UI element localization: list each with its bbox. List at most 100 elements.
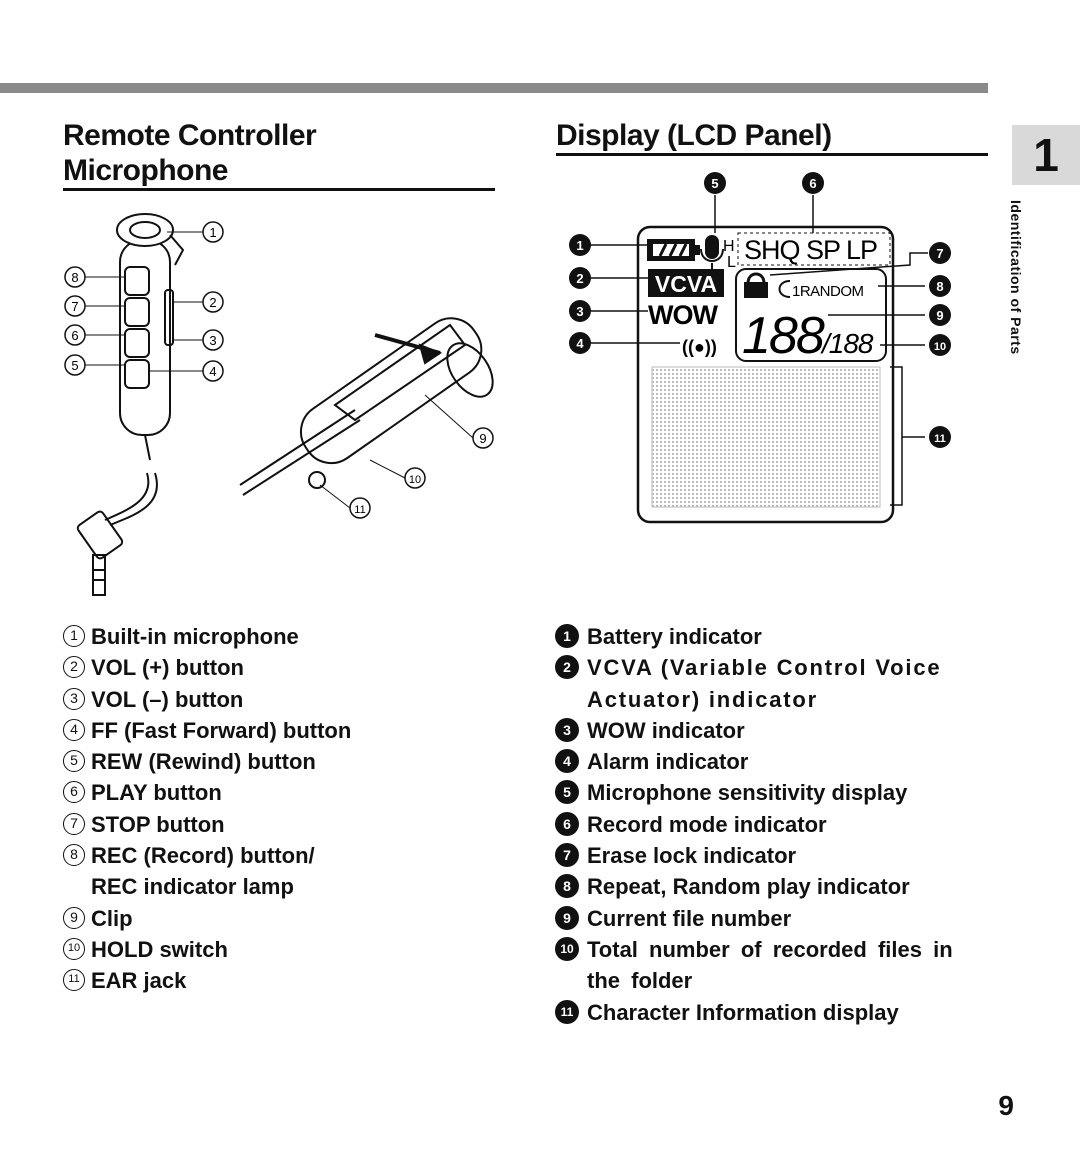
item-text: Built-in microphone (91, 624, 299, 649)
item-number: 9 (63, 906, 85, 929)
item-number: 7 (63, 812, 85, 835)
lcd-callout-3: 3 (576, 304, 583, 319)
list-item: 4 FF (Fast Forward) button (63, 715, 503, 746)
wow-label: WOW (648, 300, 718, 330)
item-text: REC (Record) button/ REC indicator lamp (91, 843, 315, 900)
file-number-digits: 188 (742, 307, 825, 365)
item-text: Current file number (587, 905, 792, 931)
sensitivity-l: L (727, 254, 736, 271)
list-item: 10 HOLD switch (63, 934, 503, 965)
item-text: VCVA (Variable Control Voice Actuator) i… (587, 655, 942, 712)
item-number: 4 (63, 718, 85, 741)
remote-heading-line1: Remote Controller (63, 119, 317, 152)
item-text: STOP button (91, 811, 225, 837)
item-text: EAR jack (91, 968, 187, 994)
callout-9-label: 9 (479, 431, 486, 446)
callout-3-label: 3 (209, 333, 216, 348)
item-text: Alarm indicator (587, 749, 749, 775)
lcd-callout-1: 1 (576, 238, 583, 253)
item-text: HOLD switch (91, 936, 228, 962)
callout-5-label: 5 (71, 358, 78, 373)
page-number: 9 (998, 1090, 1014, 1121)
item-number: 1 (63, 625, 85, 647)
lcd-callouts: 1 2 3 4 5 6 7 8 9 10 11 (569, 172, 951, 448)
item-text: Clip (91, 905, 133, 931)
lcd-callout-5: 5 (711, 176, 718, 191)
item-text: PLAY button (91, 780, 222, 806)
item-number: 5 (555, 780, 579, 805)
item-text: WOW indicator (587, 717, 745, 743)
record-mode-box (737, 232, 891, 266)
list-item: 1 Built-in microphone (63, 621, 503, 652)
item-number: 7 (555, 843, 579, 868)
record-modes: SHQ SP LP (744, 235, 877, 265)
lcd-callout-9: 9 (936, 308, 943, 323)
callout-4-label: 4 (209, 364, 216, 379)
item-text: Character Information display (587, 999, 899, 1025)
item-number: 3 (555, 717, 579, 742)
mic-sensitivity-icon: H L (700, 235, 736, 271)
list-item: 5 REW (Rewind) button (63, 746, 503, 777)
side-label: Identification of Parts (1008, 200, 1044, 400)
remote-body (104, 213, 185, 526)
list-item: 9 Current file number (555, 903, 988, 934)
repeat-icon (778, 280, 791, 298)
character-bracket (890, 366, 903, 506)
list-item: 4 Alarm indicator (555, 746, 988, 777)
list-item: 7 Erase lock indicator (555, 840, 988, 871)
character-display (651, 366, 881, 508)
random-label: 1RANDOM (792, 283, 864, 300)
list-item: 1 Battery indicator (555, 621, 988, 652)
item-number: 3 (63, 687, 85, 710)
alarm-label: ((●)) (682, 337, 717, 357)
item-number: 1 (555, 624, 579, 648)
lcd-callout-7: 7 (936, 246, 943, 261)
lcd-leader-lines (590, 195, 928, 438)
item-number: 10 (63, 937, 85, 960)
item-number: 9 (555, 905, 579, 930)
item-number: 4 (555, 749, 579, 774)
item-text: Repeat, Random play indicator (587, 874, 910, 900)
lcd-callout-8: 8 (936, 279, 943, 294)
list-item: 6 PLAY button (63, 777, 503, 808)
list-item: 3 WOW indicator (555, 715, 988, 746)
remote-illustration: 1 2 3 4 5 6 7 8 9 10 11 (64, 213, 494, 596)
lcd-callout-10: 10 (934, 341, 946, 353)
list-item: 9 Clip (63, 903, 503, 934)
battery-icon (647, 239, 700, 261)
display-heading: Display (LCD Panel) (556, 119, 832, 152)
item-number: 2 (63, 656, 85, 679)
callout-10-label: 10 (409, 474, 421, 486)
item-number: 10 (555, 936, 579, 961)
remote-heading-line2: Microphone (63, 154, 229, 187)
item-text: REW (Rewind) button (91, 749, 316, 775)
callout-2-label: 2 (209, 295, 216, 310)
item-number: 5 (63, 750, 85, 773)
lock-icon (744, 272, 768, 298)
item-text: Battery indicator (587, 624, 762, 649)
clip-view (239, 317, 494, 496)
remote-leader-lines (85, 231, 474, 509)
lcd-callout-4: 4 (576, 336, 584, 351)
item-text: Microphone sensitivity display (587, 780, 908, 806)
plug (76, 510, 124, 596)
item-text: FF (Fast Forward) button (91, 717, 352, 743)
item-number: 11 (63, 969, 85, 992)
list-item: 5 Microphone sensitivity display (555, 777, 988, 808)
item-number: 2 (555, 655, 579, 680)
item-text: VOL (+) button (91, 655, 244, 681)
lcd-illustration: H L SHQ SP LP VCVA WOW ((●)) 1RANDOM 188… (569, 172, 951, 524)
list-item: 2 VCVA (Variable Control Voice Actuator) … (555, 652, 988, 715)
vcva-label: VCVA (655, 271, 717, 297)
item-text: Erase lock indicator (587, 843, 797, 869)
display-parts-list: 1 Battery indicator 2 VCVA (Variable Contr… (555, 621, 988, 1028)
item-number: 6 (63, 781, 85, 804)
list-item: 7 STOP button (63, 809, 503, 840)
sensitivity-h: H (723, 238, 735, 255)
